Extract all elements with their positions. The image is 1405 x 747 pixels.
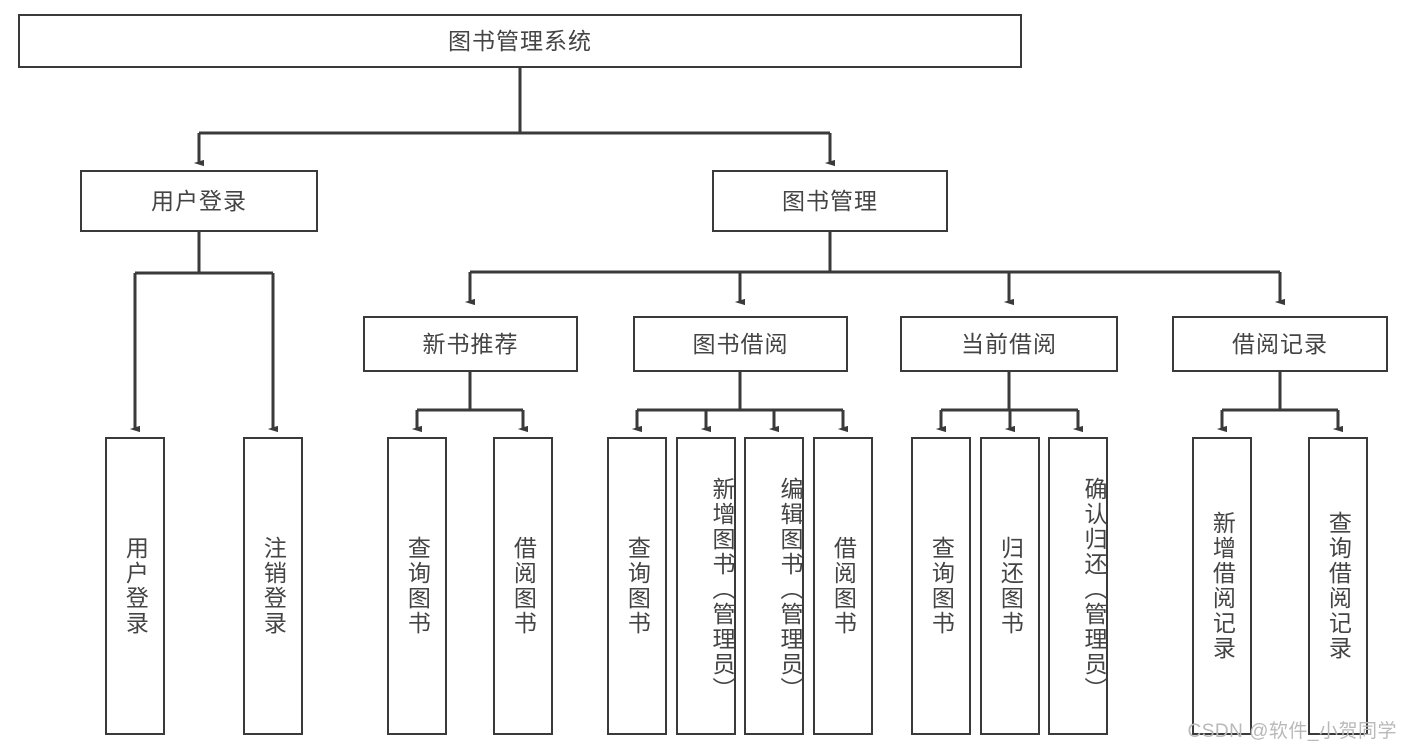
node-label: 图书管理系统: [448, 27, 592, 54]
leaf-current-borrow-query-books[interactable]: 查询图书: [911, 437, 971, 735]
leaf-user-login-signout[interactable]: 注销登录: [243, 437, 303, 735]
node-borrow-record[interactable]: 借阅记录: [1172, 316, 1388, 372]
leaf-new-book-query-books[interactable]: 查询图书: [387, 437, 447, 735]
leaf-new-book-borrow-books[interactable]: 借阅图书: [493, 437, 553, 735]
leaf-book-borrow-edit-book-admin[interactable]: 编辑图书（管理员）: [744, 437, 804, 735]
node-label: 借阅图书: [510, 536, 537, 636]
node-book-management[interactable]: 图书管理: [712, 170, 948, 232]
node-label: 新增图书（管理员）: [709, 476, 735, 702]
node-label: 借阅图书: [830, 536, 857, 636]
leaf-borrow-record-query-record[interactable]: 查询借阅记录: [1308, 437, 1368, 735]
node-label: 新增借阅记录: [1209, 511, 1236, 661]
leaf-current-borrow-confirm-return-admin[interactable]: 确认归还（管理员）: [1048, 437, 1108, 735]
node-label: 新书推荐: [422, 330, 519, 357]
node-label: 图书借阅: [692, 330, 789, 357]
leaf-book-borrow-add-book-admin[interactable]: 新增图书（管理员）: [676, 437, 736, 735]
node-label: 图书管理: [782, 187, 878, 214]
node-label: 用户登录: [122, 536, 149, 636]
node-new-book-recommendation[interactable]: 新书推荐: [363, 316, 578, 372]
node-book-borrow[interactable]: 图书借阅: [633, 316, 848, 372]
leaf-book-borrow-borrow-books[interactable]: 借阅图书: [813, 437, 873, 735]
leaf-book-borrow-query-books[interactable]: 查询图书: [607, 437, 667, 735]
leaf-user-login-signin[interactable]: 用户登录: [105, 437, 165, 735]
node-label: 查询借阅记录: [1325, 511, 1352, 661]
node-label: 当前借阅: [961, 330, 1057, 357]
node-label: 查询图书: [928, 536, 955, 636]
csdn-watermark: CSDN @软件_小贺同学: [1187, 721, 1397, 742]
leaf-borrow-record-add-record[interactable]: 新增借阅记录: [1192, 437, 1252, 735]
node-label: 借阅记录: [1232, 330, 1328, 357]
node-current-borrow[interactable]: 当前借阅: [900, 316, 1118, 372]
node-root-library-system[interactable]: 图书管理系统: [18, 14, 1022, 68]
node-label: 确认归还（管理员）: [1081, 476, 1107, 702]
node-label: 查询图书: [624, 536, 651, 636]
node-label: 注销登录: [260, 536, 287, 636]
node-label: 查询图书: [404, 536, 431, 636]
node-label: 编辑图书（管理员）: [777, 476, 803, 702]
leaf-current-borrow-return-books[interactable]: 归还图书: [980, 437, 1040, 735]
node-label: 归还图书: [997, 536, 1024, 636]
node-label: 用户登录: [151, 187, 247, 214]
node-user-login[interactable]: 用户登录: [80, 170, 318, 232]
